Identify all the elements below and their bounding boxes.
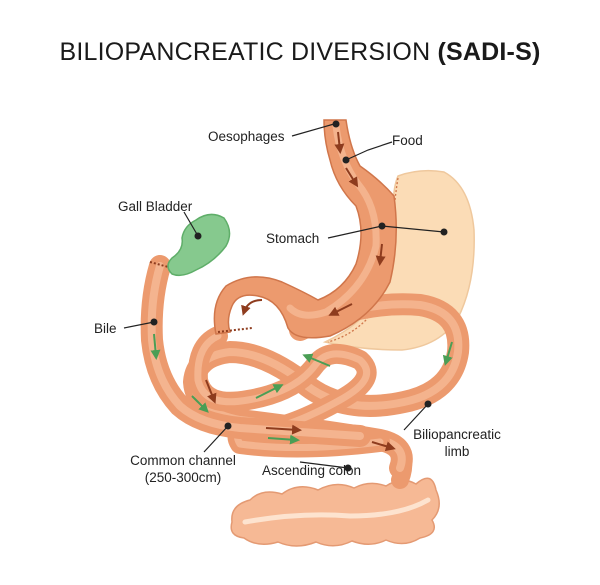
label-bile: Bile	[94, 321, 117, 336]
label-common-channel-line2: (250-300cm)	[144, 470, 222, 485]
label-biliopancreatic-limb-line1: Biliopancreatic	[413, 427, 501, 442]
title-main: BILIOPANCREATIC DIVERSION	[59, 38, 438, 66]
label-common-channel-line1: Common channel	[130, 453, 236, 468]
title-highlight: (SADI-S)	[437, 38, 541, 66]
bile-flow-arrows	[150, 333, 453, 445]
label-biliopancreatic-limb-line2: limb	[444, 444, 470, 459]
gall-bladder	[167, 213, 231, 277]
page-title: BILIOPANCREATIC DIVERSION (SADI-S)	[0, 38, 600, 67]
label-biliopancreatic-limb: Biliopancreatic limb	[402, 426, 512, 460]
label-oesophages: Oesophages	[208, 129, 285, 144]
label-gall-bladder: Gall Bladder	[118, 199, 193, 214]
label-stomach: Stomach	[266, 231, 320, 246]
label-ascending-colon: Ascending colon	[262, 463, 362, 478]
leader-dots	[150, 120, 448, 472]
label-food: Food	[392, 133, 423, 148]
leader-lines	[123, 123, 445, 469]
food-flow-arrows	[205, 131, 396, 452]
label-common-channel: Common channel (250-300cm)	[118, 452, 248, 486]
